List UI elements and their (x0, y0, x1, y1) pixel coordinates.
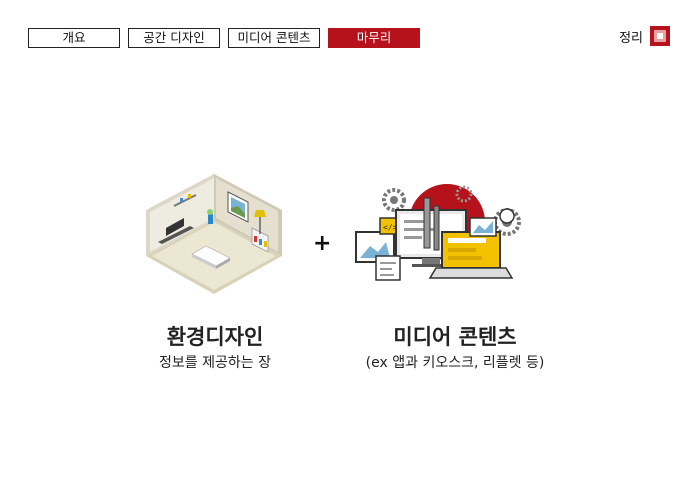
summary-label: 정리 (619, 30, 643, 46)
left-subtitle: 정보를 제공하는 장 (159, 355, 271, 371)
tab-media-content[interactable]: 미디어 콘텐츠 (228, 28, 320, 48)
media-devices-icon: </> (352, 180, 532, 288)
tab-wrap-up[interactable]: 마무리 (328, 28, 420, 48)
summary-button[interactable]: 정리 (619, 26, 670, 46)
section-tabs: 개요 공간 디자인 미디어 콘텐츠 마무리 (28, 28, 420, 48)
svg-text:</>: </> (383, 223, 398, 232)
tab-space-design[interactable]: 공간 디자인 (128, 28, 220, 48)
left-title: 환경디자인 (166, 325, 264, 349)
isometric-room-icon (144, 170, 284, 296)
right-subtitle: (ex 앱과 키오스크, 리플렛 등) (365, 355, 545, 371)
plus-operator: + (313, 231, 332, 256)
summary-icon (650, 26, 670, 46)
right-title: 미디어 콘텐츠 (393, 325, 517, 349)
tab-overview[interactable]: 개요 (28, 28, 120, 48)
